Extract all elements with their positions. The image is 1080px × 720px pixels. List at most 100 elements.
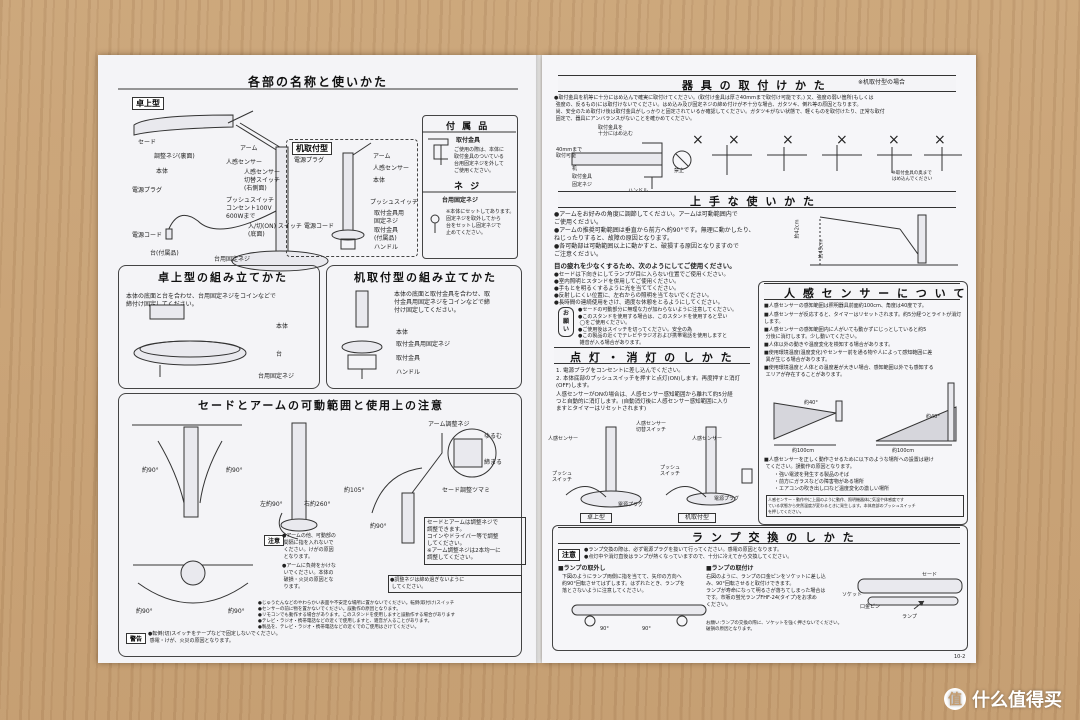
sensor-dist-2: 約100cm <box>892 448 915 454</box>
onoff-illustration <box>565 426 753 508</box>
title-bar-sensor <box>764 283 960 300</box>
warning-text: ●転倒(切)スイッチをテープなどで固定しないでください。 感電・けが、火災の原因… <box>148 631 281 644</box>
section-title-lamp: ラ ン プ 交 換 の し か た <box>692 531 856 544</box>
label-onoff-switch: 入/切(ON) スイッチ (底面) <box>248 223 302 238</box>
assemble-clamp-body: 本体 <box>396 329 409 336</box>
lamp-attach-title: ■ランプの取付け <box>706 565 754 572</box>
sensor-box-note: 人感センサー・動作中に上図のように動作、照明機器体に気温や体感度です ている状態… <box>766 495 964 517</box>
screw-note: ※本体にセットしてあります。 固定ネジを取外してから 台をセットし固定ネジで 止… <box>446 209 515 236</box>
clamp-type-box <box>286 139 418 257</box>
section-title-onoff: 点 灯 ・ 消 灯 の し か た <box>570 351 734 364</box>
mount-x3: × <box>836 132 848 148</box>
lamp-remove-title: ■ランプの取外し <box>558 565 606 572</box>
range-title: セードとアームの可動範囲と使用上の注意 <box>198 399 445 412</box>
lamp-box <box>552 525 968 651</box>
sensor-range-illustration <box>773 382 957 446</box>
clamp-label-sensor: 人感センサー <box>373 165 410 172</box>
mount-x1: × <box>728 132 740 148</box>
assemble-clamp-text: 本体の底面と取付金具を合わせ、取 付金具用固定ネジをコインなどで締 付け固定して… <box>394 291 491 314</box>
lamp-label-shade: セード <box>922 572 938 578</box>
clamp-label-plug: 電源プラグ <box>294 157 325 164</box>
sensor-p5: ■使用環境温度(温度変化)やセンサー前を通る物や人によって感知範囲に差 異が生じ… <box>764 350 933 363</box>
mount-x5: × <box>934 132 946 148</box>
accessories-title: 付 属 品 <box>446 122 490 132</box>
tag-clamp-type: 机取付型 <box>292 142 332 155</box>
onoff-label-sensor2: 人感センサー <box>692 436 723 442</box>
title-bar-onoff <box>554 347 750 364</box>
onegai-text: ●セードの可動部分に無理な力が加わらないように注意してください。 ●このスタンド… <box>578 307 737 346</box>
label-arm-screw: アーム調整ネジ <box>428 421 470 428</box>
sensor-p6: ■使用環境温度と人体との温度差が大きい場合、感知範囲以外でも感知する エリアが存… <box>764 365 934 378</box>
clamp-lamp-illustration <box>331 142 372 250</box>
mount-x6: × <box>692 132 704 148</box>
lamp-caution: ●ランプ交換の際は、必ず電源プラグを抜いて行ってください。感電の原因となります。… <box>584 547 793 560</box>
label-push-switch: プッシュスイッチ コンセント100V 600Wまで <box>226 197 275 220</box>
assemble-clamp-bracket: 取付金具 <box>396 355 421 362</box>
label-arm: アーム <box>240 145 258 152</box>
rotate-bottom-illustration <box>133 560 253 604</box>
accessories-box <box>422 115 518 259</box>
range-illustrations <box>132 422 497 544</box>
usage-dim-b: 約45cm <box>818 239 825 259</box>
mount-x6-note: ※取付金具の奥まで はめ込んでください <box>892 171 933 182</box>
section-title-parts: 各部の名称と使いかた <box>248 75 389 89</box>
sensor-w2: ・前方にガラスなどの障害物がある場所 <box>774 479 864 485</box>
lamp-label-socket: ソケット <box>842 592 863 598</box>
bracket-note: ご使用の際は、本体に 取付金具のついている 台用固定ネジを外して ご使用ください… <box>454 147 505 174</box>
range-box <box>118 393 522 657</box>
label-shade-knob: セード調整ツマミ <box>442 487 491 494</box>
onoff-label-sensor: 人感センサー <box>548 436 579 442</box>
tag-desk-type: 卓上型 <box>132 97 164 110</box>
mount-screw-label: 固定ネジ <box>572 182 593 188</box>
page-number: 10-2 <box>954 654 966 660</box>
onoff-s3: 人感センサーがONの場合は、人感センサー感知範囲から離れて約5分経 <box>556 392 733 398</box>
section-title-sensor: 人 感 セ ン サ ー に つ い て <box>784 287 967 300</box>
label-adjust-screw: 調整ネジ(裏面) <box>154 153 195 160</box>
usage-l2: ●アームの推奨可動範囲は垂直から前方へ約90°です。無理に動かしたり、 <box>554 227 755 234</box>
sensor-angle-1: 約40° <box>804 400 818 406</box>
onoff-label-sensor-sw: 人感センサー 切替スイッチ <box>636 421 667 433</box>
lamp-remove-text: 下図のようにランプ両側に指を当てて、矢印の方向へ 約90°回転させてはずします。… <box>562 574 685 594</box>
sensor-box <box>758 281 968 525</box>
label-base: 台(付属品) <box>150 250 179 257</box>
divider <box>118 88 518 90</box>
divider <box>422 131 516 133</box>
label-tighten: 締まる <box>484 459 503 466</box>
sensor-angle-2: 約40° <box>926 414 940 420</box>
sensor-p3: ■人感センサーの感知範囲内に人がいても動かずにじっとしていると約5 分後に消灯し… <box>764 327 927 340</box>
range-angle-right-shade: 約90° <box>226 467 243 474</box>
onegai-badge: お 願 い <box>558 307 574 337</box>
adjust-note-box: セードとアームは調整ネジで 調整できます。 コインやドライバー等で調整 してくだ… <box>424 517 526 565</box>
clamp-label-cord: 電源コード <box>304 223 335 230</box>
lamp-attach-note: お願い:ランプの交換の際に、ソケットを強く押さないでください。 破損の原因となり… <box>706 621 843 632</box>
onoff-s1: 1. 電源プラグをコンセントに差し込んでください。 <box>556 368 684 374</box>
screw-title: 台用固定ネジ <box>442 197 479 204</box>
clamp-label-bracket: 取付金具 (付属品) <box>374 227 399 242</box>
assemble-clamp-box <box>326 265 522 389</box>
screw-icon <box>430 214 440 233</box>
clamp-label-handle: ハンドル <box>374 244 399 251</box>
lamp-attach-illustration <box>857 578 963 610</box>
lamp-caution-label: 注意 <box>558 549 580 561</box>
onoff-label-plug2: 電源プラグ <box>714 496 740 502</box>
lamp-rotate-left: 90° <box>600 626 609 632</box>
assemble-clamp-handle: ハンドル <box>396 369 421 376</box>
label-cord: 電源コード <box>132 232 163 239</box>
range-angle-bottom-right: 約90° <box>228 608 245 615</box>
onoff-tag-desk: 卓上型 <box>580 513 613 523</box>
lamp-rotate-right: 90° <box>642 626 651 632</box>
assemble-desk-illustration <box>133 304 247 377</box>
onoff-s2: 2. 本体底部のプッシュスイッチを押すと点灯(ON)します。再度押すと消灯 <box>556 376 741 382</box>
label-plug: 電源プラグ <box>132 187 163 194</box>
caution-screw: ●調整ネジは締め過ぎないように してください。 <box>388 575 522 593</box>
onoff-label-plug: 電源プラグ <box>618 502 644 508</box>
assemble-clamp-screw: 取付金具用固定ネジ <box>396 341 451 348</box>
label-sensor-switch: 人感センサー 切替スイッチ (右側面) <box>244 169 281 192</box>
lamp-attach-text: 右図のように、ランプの口金ピンをソケットに差し込 み、90°回転させると取付けで… <box>706 574 826 608</box>
clamp-label-arm: アーム <box>373 153 391 160</box>
usage-l3b: ご注意ください。 <box>554 251 603 258</box>
onoff-s2b: (OFF)します。 <box>556 383 593 389</box>
mount-x4: × <box>888 132 900 148</box>
range-angle-left-shade: 約90° <box>142 467 159 474</box>
clamp-label-screw: 取付金具用 固定ネジ <box>374 210 405 225</box>
